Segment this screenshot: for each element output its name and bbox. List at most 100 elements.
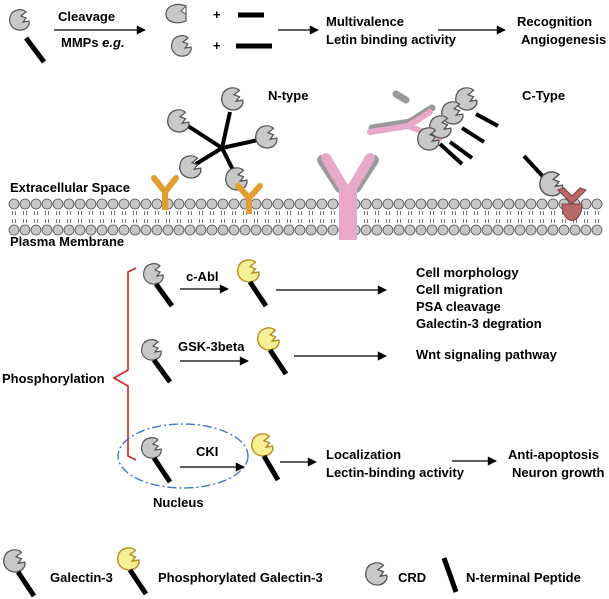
lipid-head xyxy=(437,198,449,210)
lipid-head xyxy=(195,198,207,210)
lipid-head xyxy=(371,198,383,210)
lipid-head xyxy=(305,224,317,236)
orange-receptor-right xyxy=(235,183,263,214)
lipid-head xyxy=(162,224,174,236)
kinase-cki-label: CKI xyxy=(196,444,218,459)
nucleus-label: Nucleus xyxy=(153,495,204,510)
c-type-stack xyxy=(417,87,499,166)
lipid-head xyxy=(316,224,328,236)
lipid-head xyxy=(305,198,317,210)
effect-cell-morphology: Cell morphology xyxy=(416,265,519,280)
legend-galectin3-icon xyxy=(3,549,37,598)
legend: Galectin-3 Phosphorylated Galectin-3 CRD… xyxy=(3,547,581,598)
lipid-head xyxy=(503,224,515,236)
effect-galectin3-degration: Galectin-3 degration xyxy=(416,316,542,331)
plasma-membrane-label: Plasma Membrane xyxy=(10,234,124,249)
lipid-head xyxy=(261,224,273,236)
lipid-head xyxy=(118,224,130,236)
lipid-head xyxy=(184,198,196,210)
lipid-head xyxy=(327,224,339,236)
lipid-head xyxy=(239,224,251,236)
lipid-head xyxy=(184,224,196,236)
lipid-head xyxy=(206,198,218,210)
lipid-head xyxy=(294,198,306,210)
lipid-head xyxy=(382,224,394,236)
lipid-head xyxy=(470,224,482,236)
plus-sign-2: + xyxy=(213,38,221,53)
lipid-head xyxy=(415,198,427,210)
lipid-head xyxy=(536,224,548,236)
lipid-head xyxy=(30,224,42,236)
lipid-head xyxy=(404,224,416,236)
lipid-head xyxy=(151,224,163,236)
lipid-head xyxy=(52,224,64,236)
lipid-head xyxy=(272,224,284,236)
lipid-head xyxy=(448,224,460,236)
lipid-head xyxy=(151,198,163,210)
crd-icon xyxy=(171,35,192,57)
lipid-head xyxy=(404,198,416,210)
lipid-head xyxy=(415,224,427,236)
lipid-head xyxy=(503,198,515,210)
lipid-head xyxy=(459,198,471,210)
effect-localization: Localization xyxy=(326,447,401,462)
outcome-anti-apoptosis: Anti-apoptosis xyxy=(508,447,599,462)
extracellular-label: Extracellular Space xyxy=(10,180,130,195)
lipid-head xyxy=(8,224,20,236)
pink-receptor xyxy=(317,153,379,240)
lipid-head xyxy=(140,224,152,236)
lipid-head xyxy=(107,224,119,236)
lipid-head xyxy=(492,198,504,210)
mmps-label: MMPs e.g. xyxy=(61,35,125,50)
lipid-head xyxy=(547,198,559,210)
lipid-head xyxy=(283,198,295,210)
lipid-head xyxy=(118,198,130,210)
lipid-head xyxy=(327,198,339,210)
brown-receptor-with-galectin xyxy=(522,154,587,221)
lipid-head xyxy=(228,198,240,210)
lipid-head xyxy=(426,198,438,210)
lipid-head xyxy=(250,224,262,236)
kinase-gsk3beta-label: GSK-3beta xyxy=(178,339,245,354)
lipid-head xyxy=(41,198,53,210)
lipid-head xyxy=(74,198,86,210)
pathway-cki: CKI Localization Lectin-binding activity… xyxy=(141,433,604,484)
lipid-head xyxy=(393,224,405,236)
effect-psa-cleavage: PSA cleavage xyxy=(416,299,501,314)
lipid-head xyxy=(580,224,592,236)
lipid-head xyxy=(316,198,328,210)
lipid-head xyxy=(85,198,97,210)
lipid-head xyxy=(492,224,504,236)
crd-fragment-icon xyxy=(165,3,187,24)
legend-crd-label: CRD xyxy=(398,570,426,585)
cleavage-row: Cleavage MMPs e.g. + + Multivalence Leti… xyxy=(9,3,606,64)
lipid-head xyxy=(19,198,31,210)
lipid-head xyxy=(393,198,405,210)
pathway-c-abl: c-Abl Cell morphology Cell migration PSA… xyxy=(143,259,542,331)
phosphorylation-brace xyxy=(112,267,137,461)
nucleus-outline xyxy=(117,423,249,489)
legend-phospho-label: Phosphorylated Galectin-3 xyxy=(158,570,323,585)
lipid-head xyxy=(228,224,240,236)
n-type-label: N-type xyxy=(268,88,308,103)
legend-crd-icon xyxy=(365,562,388,586)
lipid-head xyxy=(107,198,119,210)
lipid-head xyxy=(558,224,570,236)
legend-galectin3-label: Galectin-3 xyxy=(50,570,113,585)
lipid-head xyxy=(8,198,20,210)
lipid-head xyxy=(437,224,449,236)
lipid-head xyxy=(514,198,526,210)
lipid-head xyxy=(382,198,394,210)
lipid-head xyxy=(525,198,537,210)
lipid-head xyxy=(470,198,482,210)
outcome-neuron-growth: Neuron growth xyxy=(512,465,604,480)
cleavage-label: Cleavage xyxy=(58,9,115,24)
lipid-bilayer xyxy=(8,198,603,236)
phosphorylation-label: Phosphorylation xyxy=(2,371,105,386)
lipid-head xyxy=(96,224,108,236)
lipid-head xyxy=(74,224,86,236)
lipid-head xyxy=(206,224,218,236)
lipid-head xyxy=(85,224,97,236)
lipid-head xyxy=(217,224,229,236)
kinase-c-abl-label: c-Abl xyxy=(186,269,219,284)
